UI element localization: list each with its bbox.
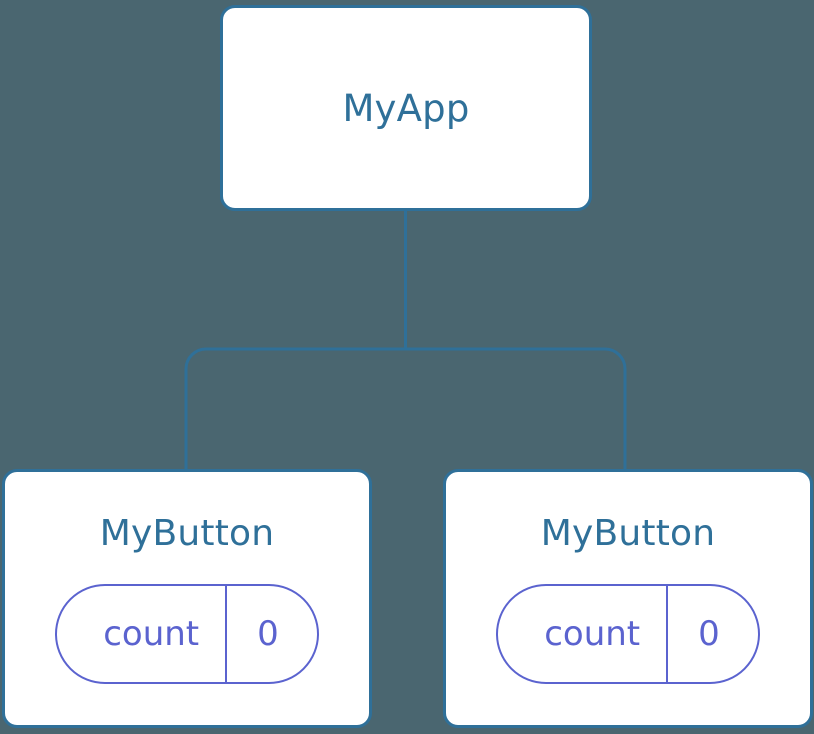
state-pill-1[interactable]: count 0	[496, 584, 760, 684]
state-value-0: 0	[257, 614, 279, 654]
node-title-mybutton-0: MyButton	[99, 513, 275, 554]
state-divider-1	[666, 586, 669, 682]
state-key-1: count	[544, 614, 641, 654]
connector-drop-child-0	[184, 347, 406, 471]
node-card-myapp[interactable]: MyApp	[220, 5, 592, 211]
state-divider-0	[225, 586, 228, 682]
node-card-mybutton-1[interactable]: MyButton count 0	[443, 469, 813, 728]
node-card-mybutton-0[interactable]: MyButton count 0	[2, 469, 372, 728]
node-title-mybutton-1: MyButton	[540, 513, 716, 554]
state-value-1: 0	[698, 614, 720, 654]
connector-drop-child-1	[405, 347, 627, 471]
state-pill-0[interactable]: count 0	[55, 584, 319, 684]
state-key-0: count	[103, 614, 200, 654]
node-title-myapp: MyApp	[342, 86, 470, 130]
